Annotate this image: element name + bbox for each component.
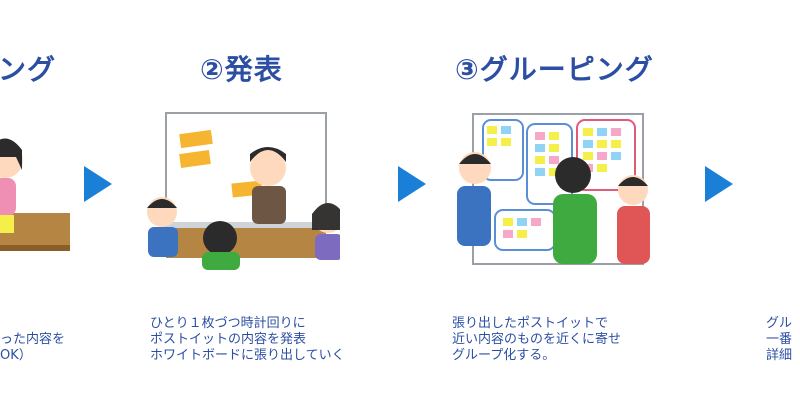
step1-title: ング [0,53,57,86]
step1-description: った内容を OK） [0,332,66,363]
arrow-right-icon [84,166,112,202]
step4-description: グル 一番 詳細 [766,316,793,363]
step2-description: ひとり１枚づつ時計回りに ポストイットの内容を発表 ホワイトボードに張り出してい… [150,316,345,363]
step3-title: ③グルーピング [455,53,654,86]
step3-description: 張り出したポストイットで 近い内容のものを近くに寄せ グループ化する。 [452,316,622,363]
arrow-right-icon [398,166,426,202]
step3-illustration [457,113,650,265]
step1-illustration [0,138,70,251]
step2-illustration [147,112,340,270]
step2-title: ②発表 [200,53,283,86]
arrow-right-icon [705,166,733,202]
